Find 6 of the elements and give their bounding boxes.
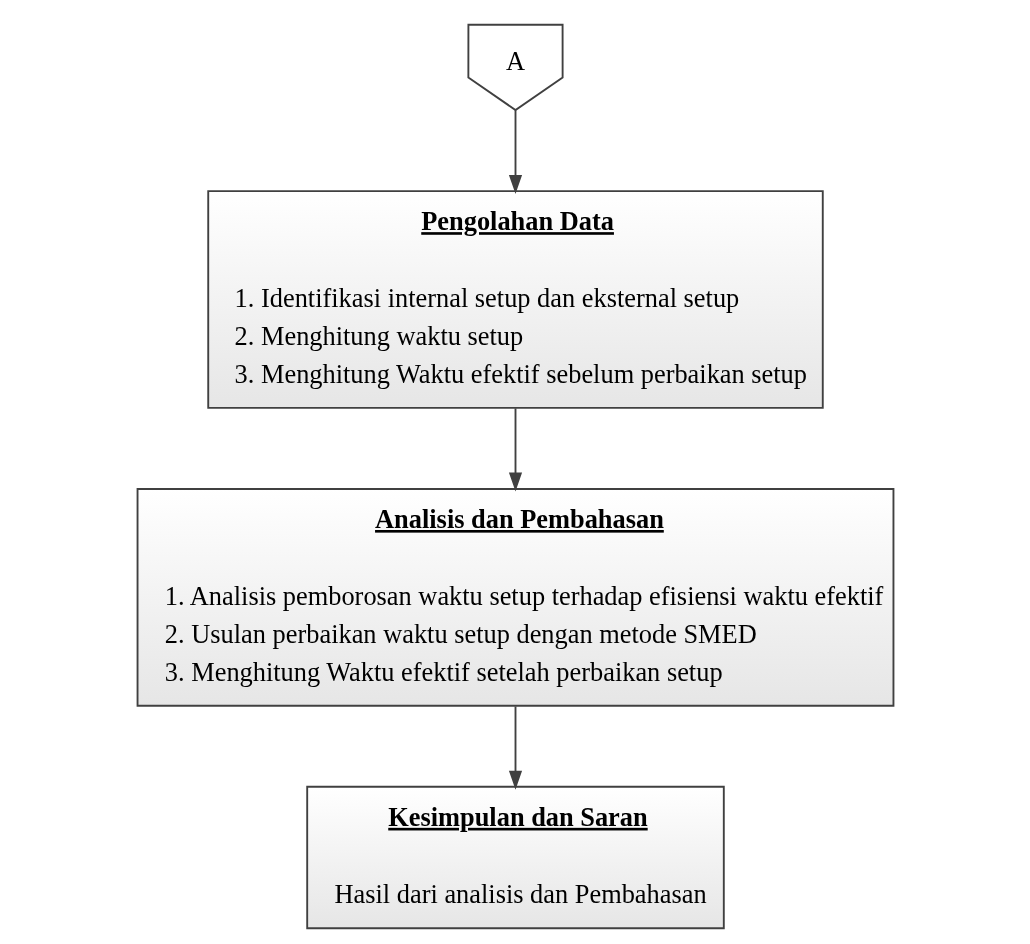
node-box: Kesimpulan dan Saran Hasil dari analisis dan Pembahasan	[305, 785, 725, 930]
node-box: Pengolahan Data 1. Identifikasi internal setup dan eksternal setup 2. Menghitung waktu setup 3. Menghitung Waktu efektif sebelum perbaikan setup	[206, 190, 824, 409]
arrow	[508, 407, 522, 492]
arrow	[508, 705, 522, 790]
arrow	[508, 109, 522, 194]
node-box: Analisis dan Pembahasan 1. Analisis pemborosan waktu setup terhadap efisiensi waktu efektif 2. Usulan perbaikan waktu setup dengan metode SMED 3. Menghitung Waktu efektif setelah perbaikan setup	[136, 488, 894, 707]
